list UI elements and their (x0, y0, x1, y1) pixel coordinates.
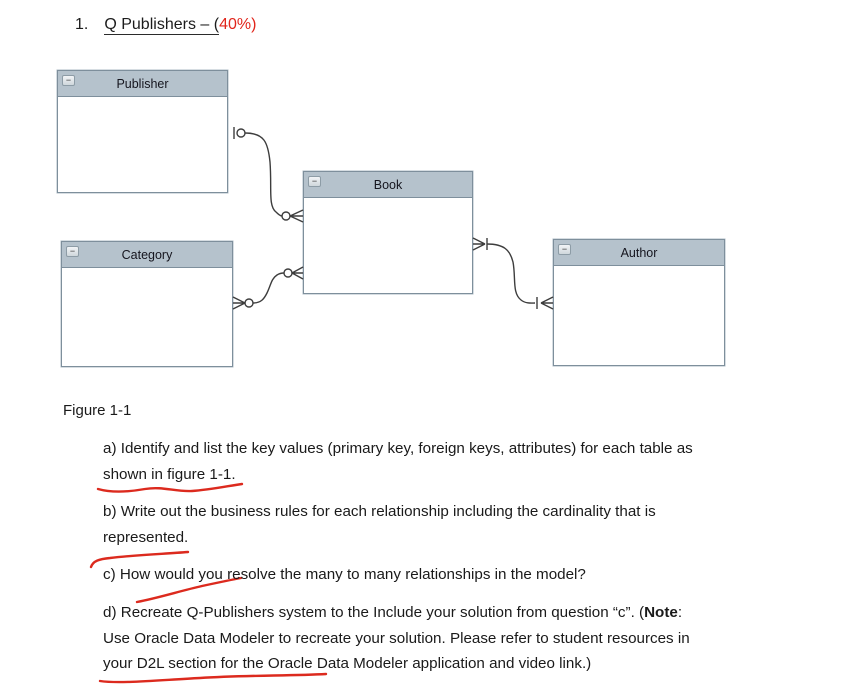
er-table-category: − Category (61, 241, 233, 367)
note-bold-text: Note (644, 604, 678, 621)
question-a-line-1: a) Identify and list the key values (pri… (103, 440, 693, 457)
collapse-minus-icon: − (66, 246, 79, 257)
relationship-publisher-book (233, 127, 304, 223)
question-b-line-1: b) Write out the business rules for each… (103, 503, 656, 520)
title-percent-text: 40%) (219, 16, 257, 33)
question-b-line-2: represented. (103, 528, 189, 546)
question-d-line-2: Use Oracle Data Modeler to recreate your… (103, 629, 690, 647)
er-table-title: Category (121, 247, 173, 262)
question-a: a) Identify and list the key values (pri… (103, 436, 693, 487)
question-d: d) Recreate Q-Publishers system to the I… (103, 600, 690, 677)
question-c-line-1: c) How would you resolve the many to man… (103, 566, 586, 583)
er-table-header: − Book (304, 172, 472, 198)
question-title: 1. Q Publishers – (40%) (75, 16, 257, 35)
er-table-book: − Book (303, 171, 473, 294)
list-number: 1. (75, 16, 89, 33)
collapse-minus-icon: − (558, 244, 571, 255)
question-b: b) Write out the business rules for each… (103, 499, 656, 550)
er-table-author: − Author (553, 239, 725, 366)
er-table-header: − Category (62, 242, 232, 268)
collapse-minus-icon: − (308, 176, 321, 187)
relationship-category-book (232, 266, 304, 310)
er-table-title: Book (373, 177, 403, 192)
question-d-line-3: your D2L section for the Oracle Data Mod… (103, 655, 592, 672)
er-table-header: − Author (554, 240, 724, 266)
er-table-publisher: − Publisher (57, 70, 228, 193)
figure-caption: Figure 1-1 (63, 402, 132, 419)
collapse-minus-icon: − (62, 75, 75, 86)
title-underlined-text: Q Publishers – ( (104, 16, 220, 35)
er-table-title: Publisher (116, 76, 169, 91)
er-table-title: Author (620, 245, 658, 260)
relationship-book-author (472, 237, 554, 310)
question-d-line-1: d) Recreate Q-Publishers system to the I… (103, 604, 683, 621)
er-table-header: − Publisher (58, 71, 227, 97)
question-a-line-2: shown in figure 1-1. (103, 465, 236, 483)
question-c: c) How would you resolve the many to man… (103, 562, 586, 588)
